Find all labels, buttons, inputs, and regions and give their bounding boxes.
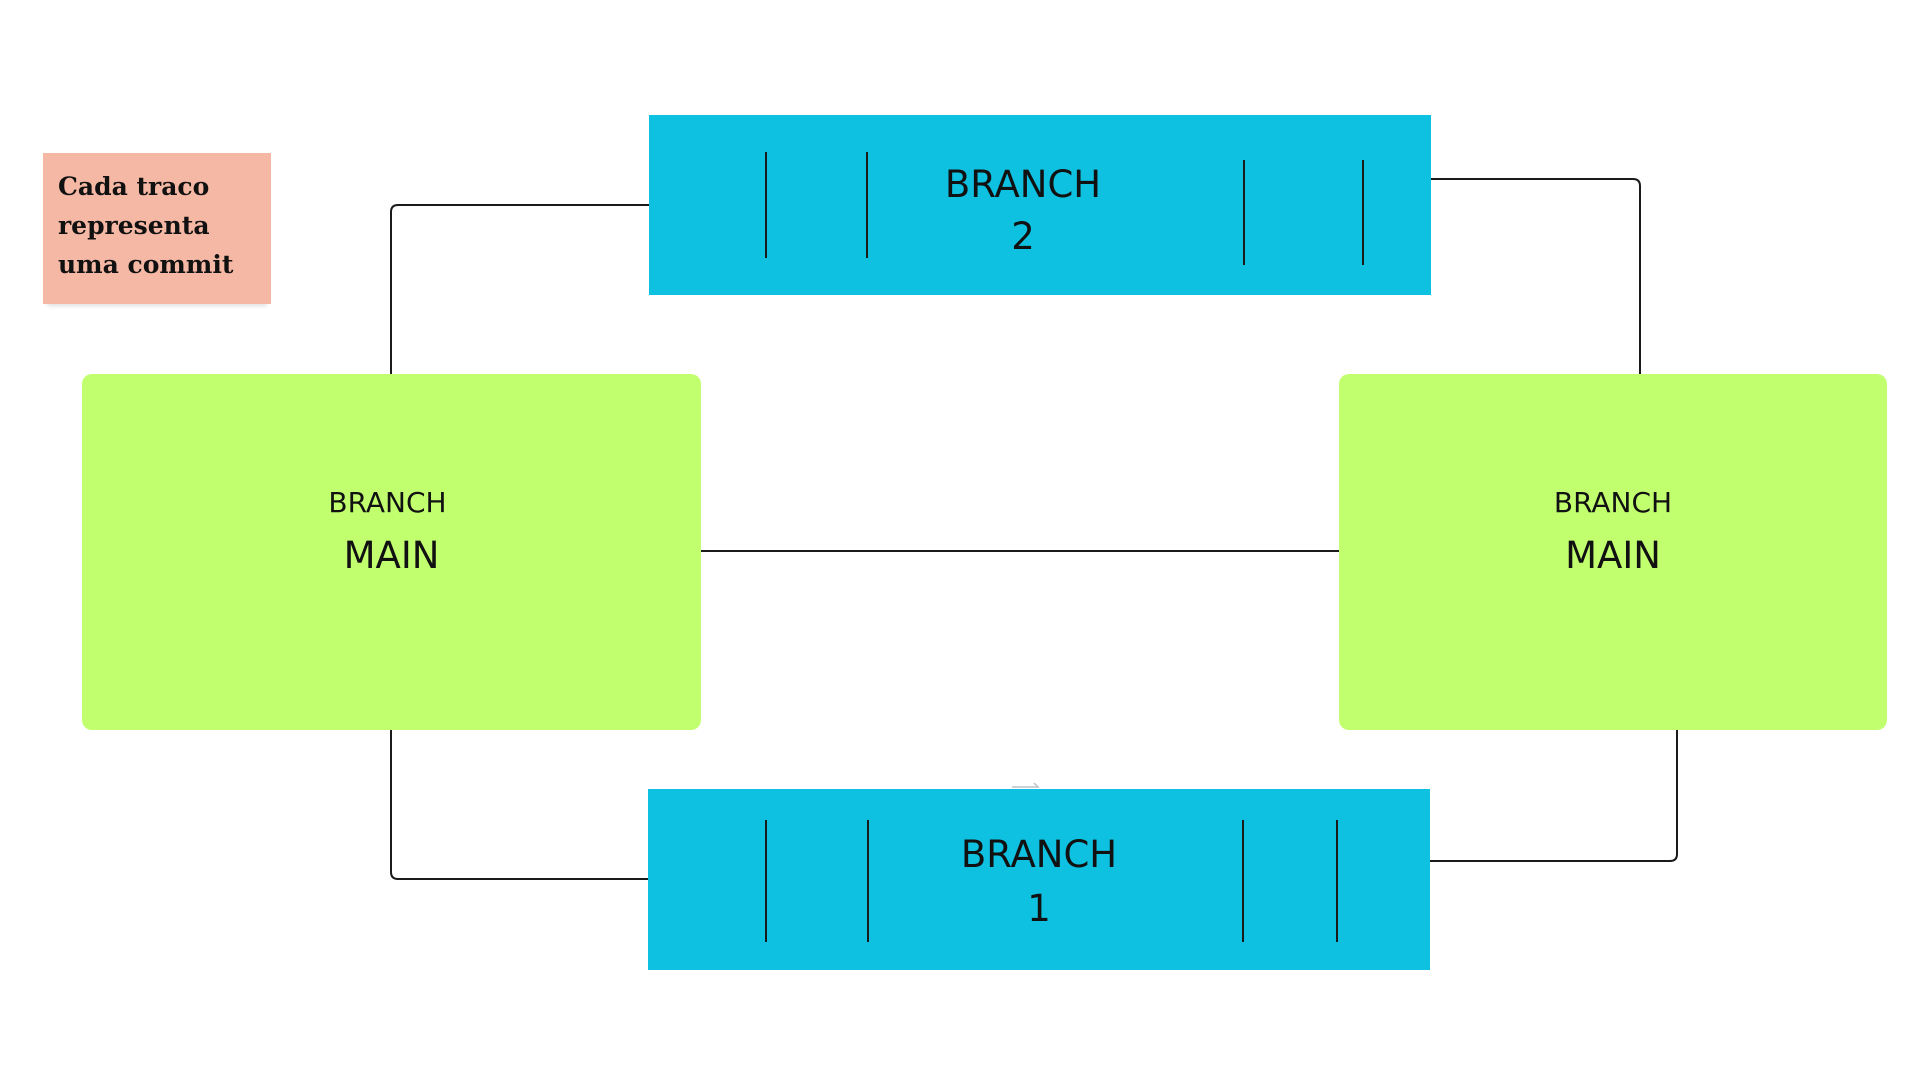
main-branch-box-right[interactable]: BRANCH MAIN — [1339, 374, 1887, 730]
main-left-label-branch: BRANCH — [328, 486, 447, 519]
commit-tick — [1243, 160, 1245, 265]
commit-tick — [1362, 160, 1364, 265]
connector-main-left-to-branch-2 — [390, 204, 649, 374]
note-line-3: uma commit — [58, 250, 234, 279]
commit-tick — [765, 820, 767, 942]
commit-tick — [866, 152, 868, 258]
branch-2-label-branch: BRANCH — [944, 163, 1102, 206]
commit-tick — [867, 820, 869, 942]
note-line-1: Cada traco — [58, 172, 210, 201]
sticky-note[interactable]: Cada traco representa uma commit — [43, 153, 271, 304]
branch-1-box[interactable]: BRANCH 1 — [648, 789, 1430, 970]
branch-2-label-number: 2 — [1011, 215, 1035, 258]
note-line-2: representa — [58, 211, 210, 240]
main-right-label-main: MAIN — [1565, 534, 1661, 577]
connector-main-left-to-branch-1 — [390, 730, 648, 880]
main-left-label-main: MAIN — [343, 534, 440, 577]
arrow-hint-icon — [1012, 782, 1040, 788]
connector-branch-2-to-main-right — [1413, 178, 1641, 374]
commit-tick — [765, 152, 767, 258]
branch-2-box[interactable]: BRANCH 2 — [649, 115, 1431, 295]
branch-1-label-number: 1 — [1027, 887, 1051, 930]
branch-1-label-branch: BRANCH — [960, 833, 1118, 876]
main-branch-box-left[interactable]: BRANCH MAIN — [82, 374, 701, 730]
connector-branch-1-to-main-right — [1430, 730, 1678, 862]
main-right-label-branch: BRANCH — [1553, 486, 1673, 519]
commit-tick — [1336, 820, 1338, 942]
commit-tick — [1242, 820, 1244, 942]
